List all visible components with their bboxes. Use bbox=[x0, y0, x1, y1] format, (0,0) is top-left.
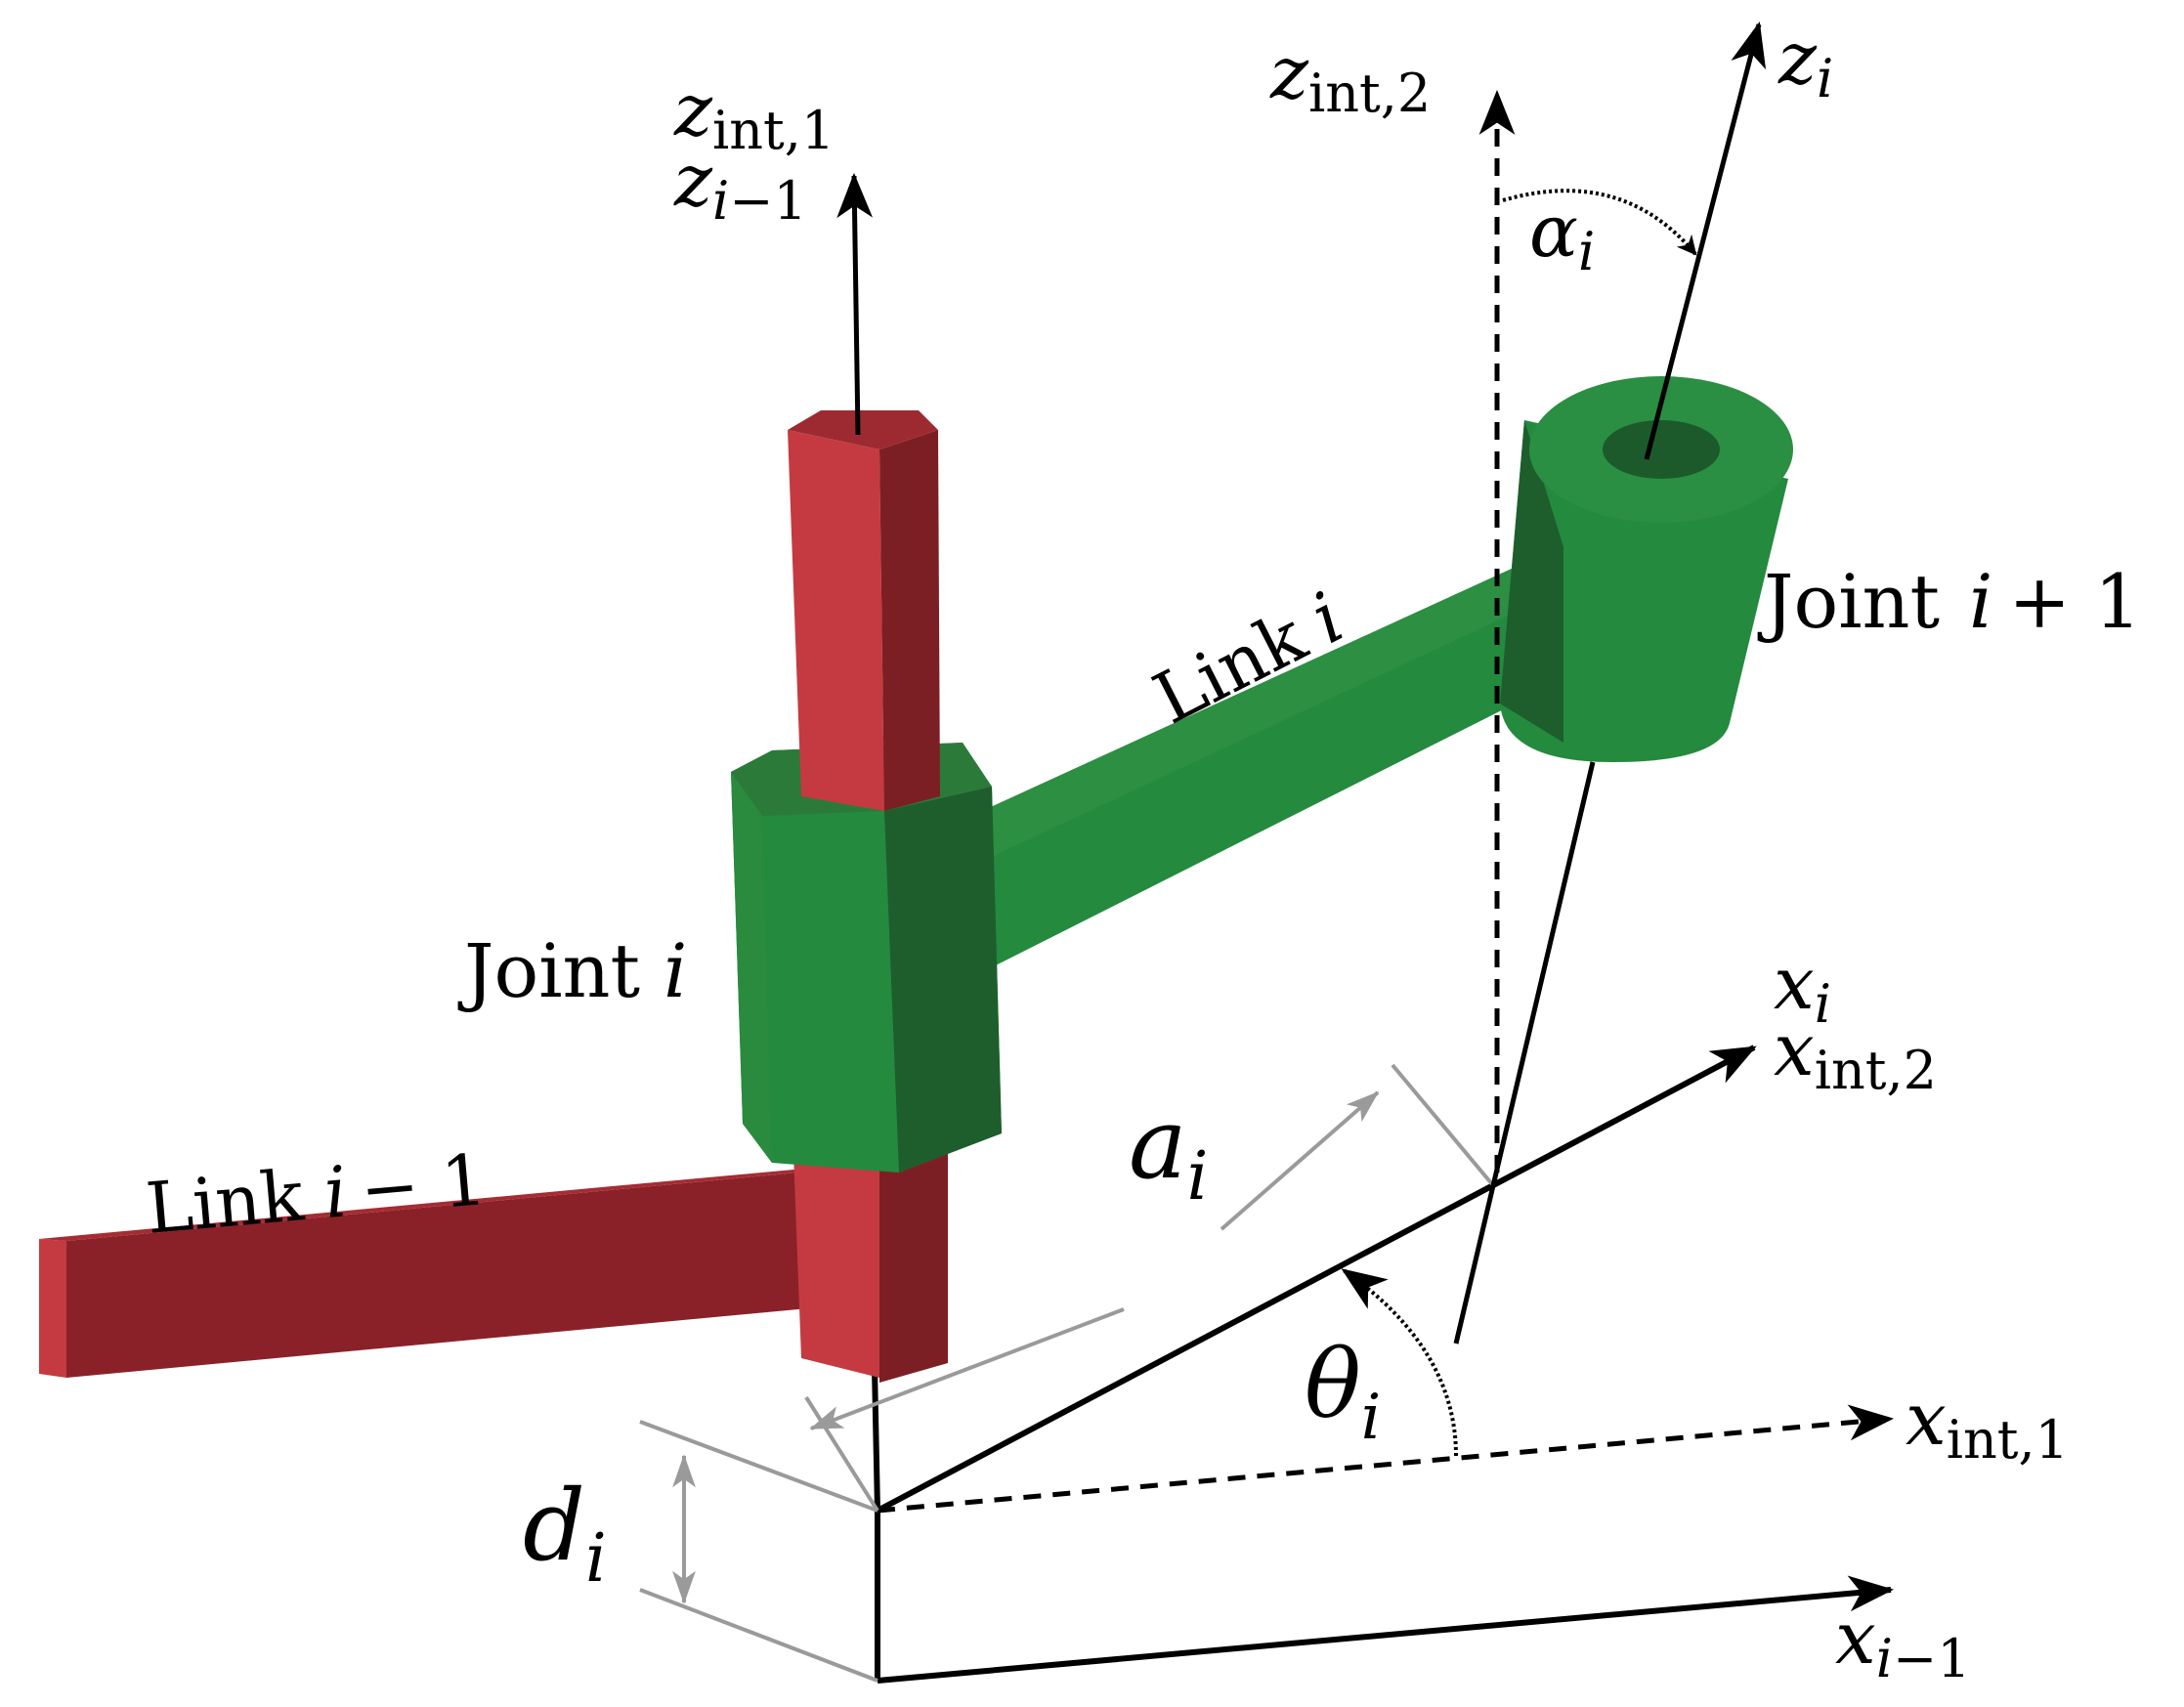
upper-axes bbox=[836, 21, 1767, 1344]
angle-arcs bbox=[1341, 189, 1697, 1457]
joint-i-plus-1-cylinder bbox=[1500, 376, 1793, 762]
label-alpha-i: αi bbox=[1529, 190, 1595, 282]
z-i-minus-1-axis bbox=[836, 172, 874, 436]
dimension-lines bbox=[639, 1063, 1494, 1683]
label-x-i-minus-1: xi−1 bbox=[1835, 1597, 1971, 1689]
link-i-minus-1-bar bbox=[39, 1170, 819, 1378]
z-i-axis-upper bbox=[1644, 21, 1767, 460]
link-i-beam bbox=[982, 533, 1563, 967]
label-a-i: ai bbox=[1129, 1087, 1208, 1216]
label-z-int-1: zint,1 bbox=[673, 68, 835, 161]
label-x-i: xi bbox=[1774, 942, 1831, 1035]
x-i-axis bbox=[876, 1045, 1757, 1514]
a-i-dimension-arrow bbox=[1220, 1090, 1380, 1231]
label-z-i-minus-1: zi−1 bbox=[673, 139, 807, 232]
x-int-1-axis bbox=[877, 1404, 1895, 1514]
label-z-int-2: zint,2 bbox=[1269, 31, 1431, 124]
label-x-int-1: xint,1 bbox=[1906, 1378, 2069, 1471]
upper-axis-stem bbox=[872, 1367, 880, 1512]
alpha-i-arc bbox=[1502, 189, 1697, 256]
label-x-int-2: xint,2 bbox=[1774, 1008, 1937, 1101]
base-frame bbox=[872, 1045, 1895, 1684]
label-theta-i: θi bbox=[1305, 1330, 1381, 1454]
x-i-minus-1-axis bbox=[877, 1575, 1895, 1684]
red-shaft-lower bbox=[793, 1153, 948, 1383]
label-d-i: di bbox=[523, 1469, 607, 1598]
label-z-i: zi bbox=[1777, 17, 1833, 109]
red-shaft-upper bbox=[788, 410, 940, 811]
z-i-axis-lower bbox=[1453, 761, 1596, 1344]
